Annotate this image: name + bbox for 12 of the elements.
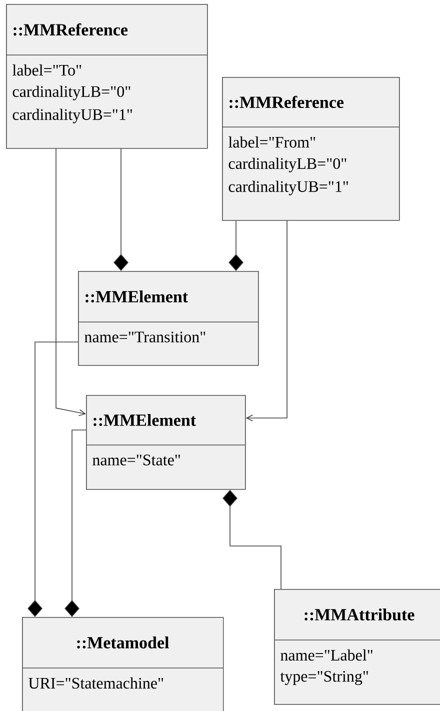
composition-line xyxy=(64,430,86,617)
object-box: ::MMAttribute name="Label" type="String" xyxy=(274,589,440,705)
composition-line xyxy=(28,342,78,617)
object-box: ::MMReference label="To" cardinalityLB="0" cardinalityUB="1" xyxy=(6,4,208,149)
composition-line xyxy=(228,220,244,271)
arrow xyxy=(56,148,86,416)
object-box: ::Metamodel URI="Statemachine" xyxy=(22,617,224,711)
object-box: ::MMElement name="State" xyxy=(86,395,246,490)
arrow xyxy=(246,220,288,422)
composition-line xyxy=(114,148,128,271)
object-box: ::MMReference label="From" cardinalityLB="0" cardinalityUB="1" xyxy=(222,77,400,221)
object-box: ::MMElement name="Transition" xyxy=(78,271,259,366)
